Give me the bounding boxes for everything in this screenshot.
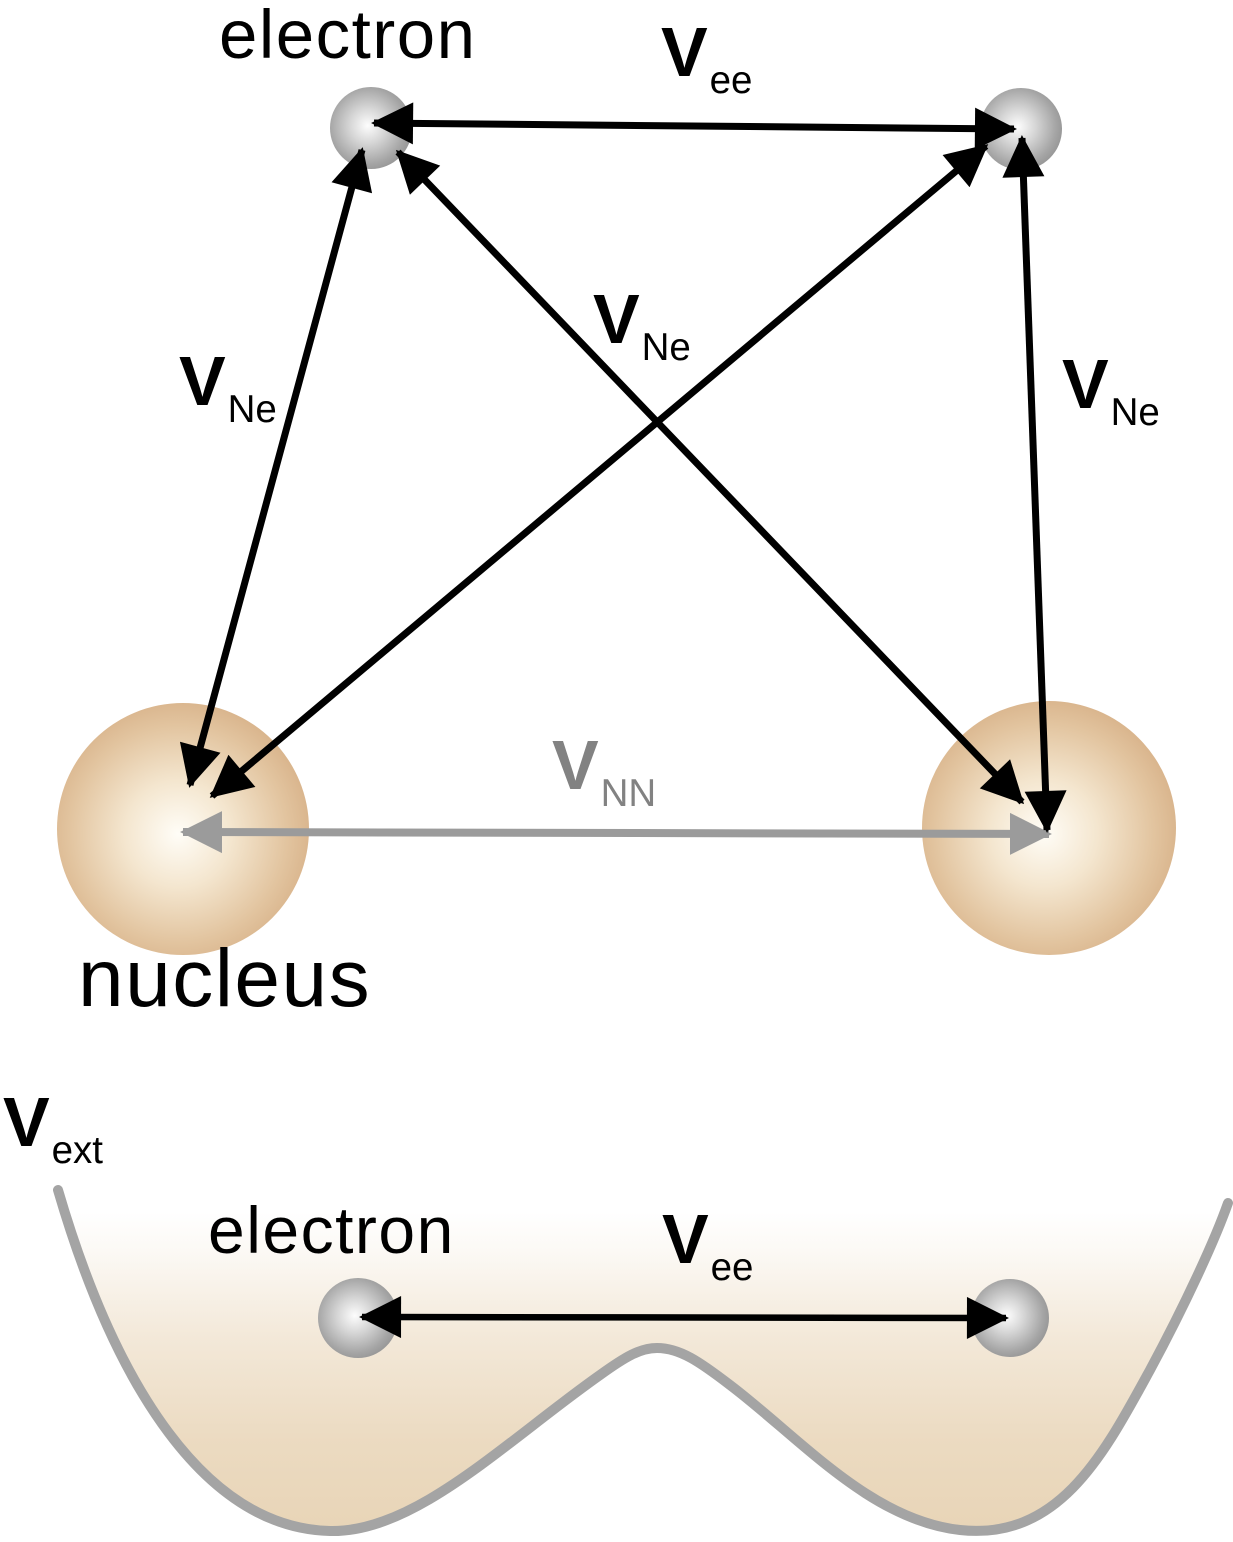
vne-label-left: VNe [179, 346, 277, 429]
potential-well-fill [58, 1190, 1228, 1532]
vee-base: V [662, 1200, 709, 1278]
vne-base: V [1062, 345, 1109, 423]
vnn-arrow [180, 811, 1052, 855]
electron-label-top: electron [219, 0, 477, 73]
vne-label-right: VNe [1062, 349, 1160, 432]
vext-subscript: ext [51, 1129, 103, 1173]
vnn-base: V [552, 726, 599, 804]
vne-arrow-diagonal-lr [209, 143, 989, 799]
vne-subscript: Ne [641, 326, 691, 370]
vne-label-center: VNe [593, 284, 691, 367]
vee-subscript: ee [710, 1246, 754, 1290]
vext-label: Vext [3, 1087, 103, 1170]
vnn-subscript: NN [600, 772, 657, 816]
vee-label-top: Vee [661, 17, 752, 100]
vee-base: V [661, 13, 708, 91]
vne-base: V [179, 342, 226, 420]
vee-arrow-top [371, 102, 1017, 150]
vne-subscript: Ne [1110, 391, 1160, 435]
vne-arrow-right [1002, 135, 1067, 833]
potential-curve [53, 1185, 1233, 1537]
vee-arrow-bottom [359, 1296, 1009, 1339]
vne-base: V [593, 280, 640, 358]
vne-subscript: Ne [227, 388, 277, 432]
vee-label-bottom: Vee [662, 1204, 753, 1287]
vnn-label: VNN [552, 730, 656, 813]
vee-subscript: ee [709, 59, 753, 103]
vne-arrow-diagonal-rl [395, 149, 1025, 805]
electron-label-bottom: electron [208, 1193, 455, 1267]
nucleus-label: nucleus [78, 933, 372, 1024]
vext-base: V [3, 1083, 50, 1161]
